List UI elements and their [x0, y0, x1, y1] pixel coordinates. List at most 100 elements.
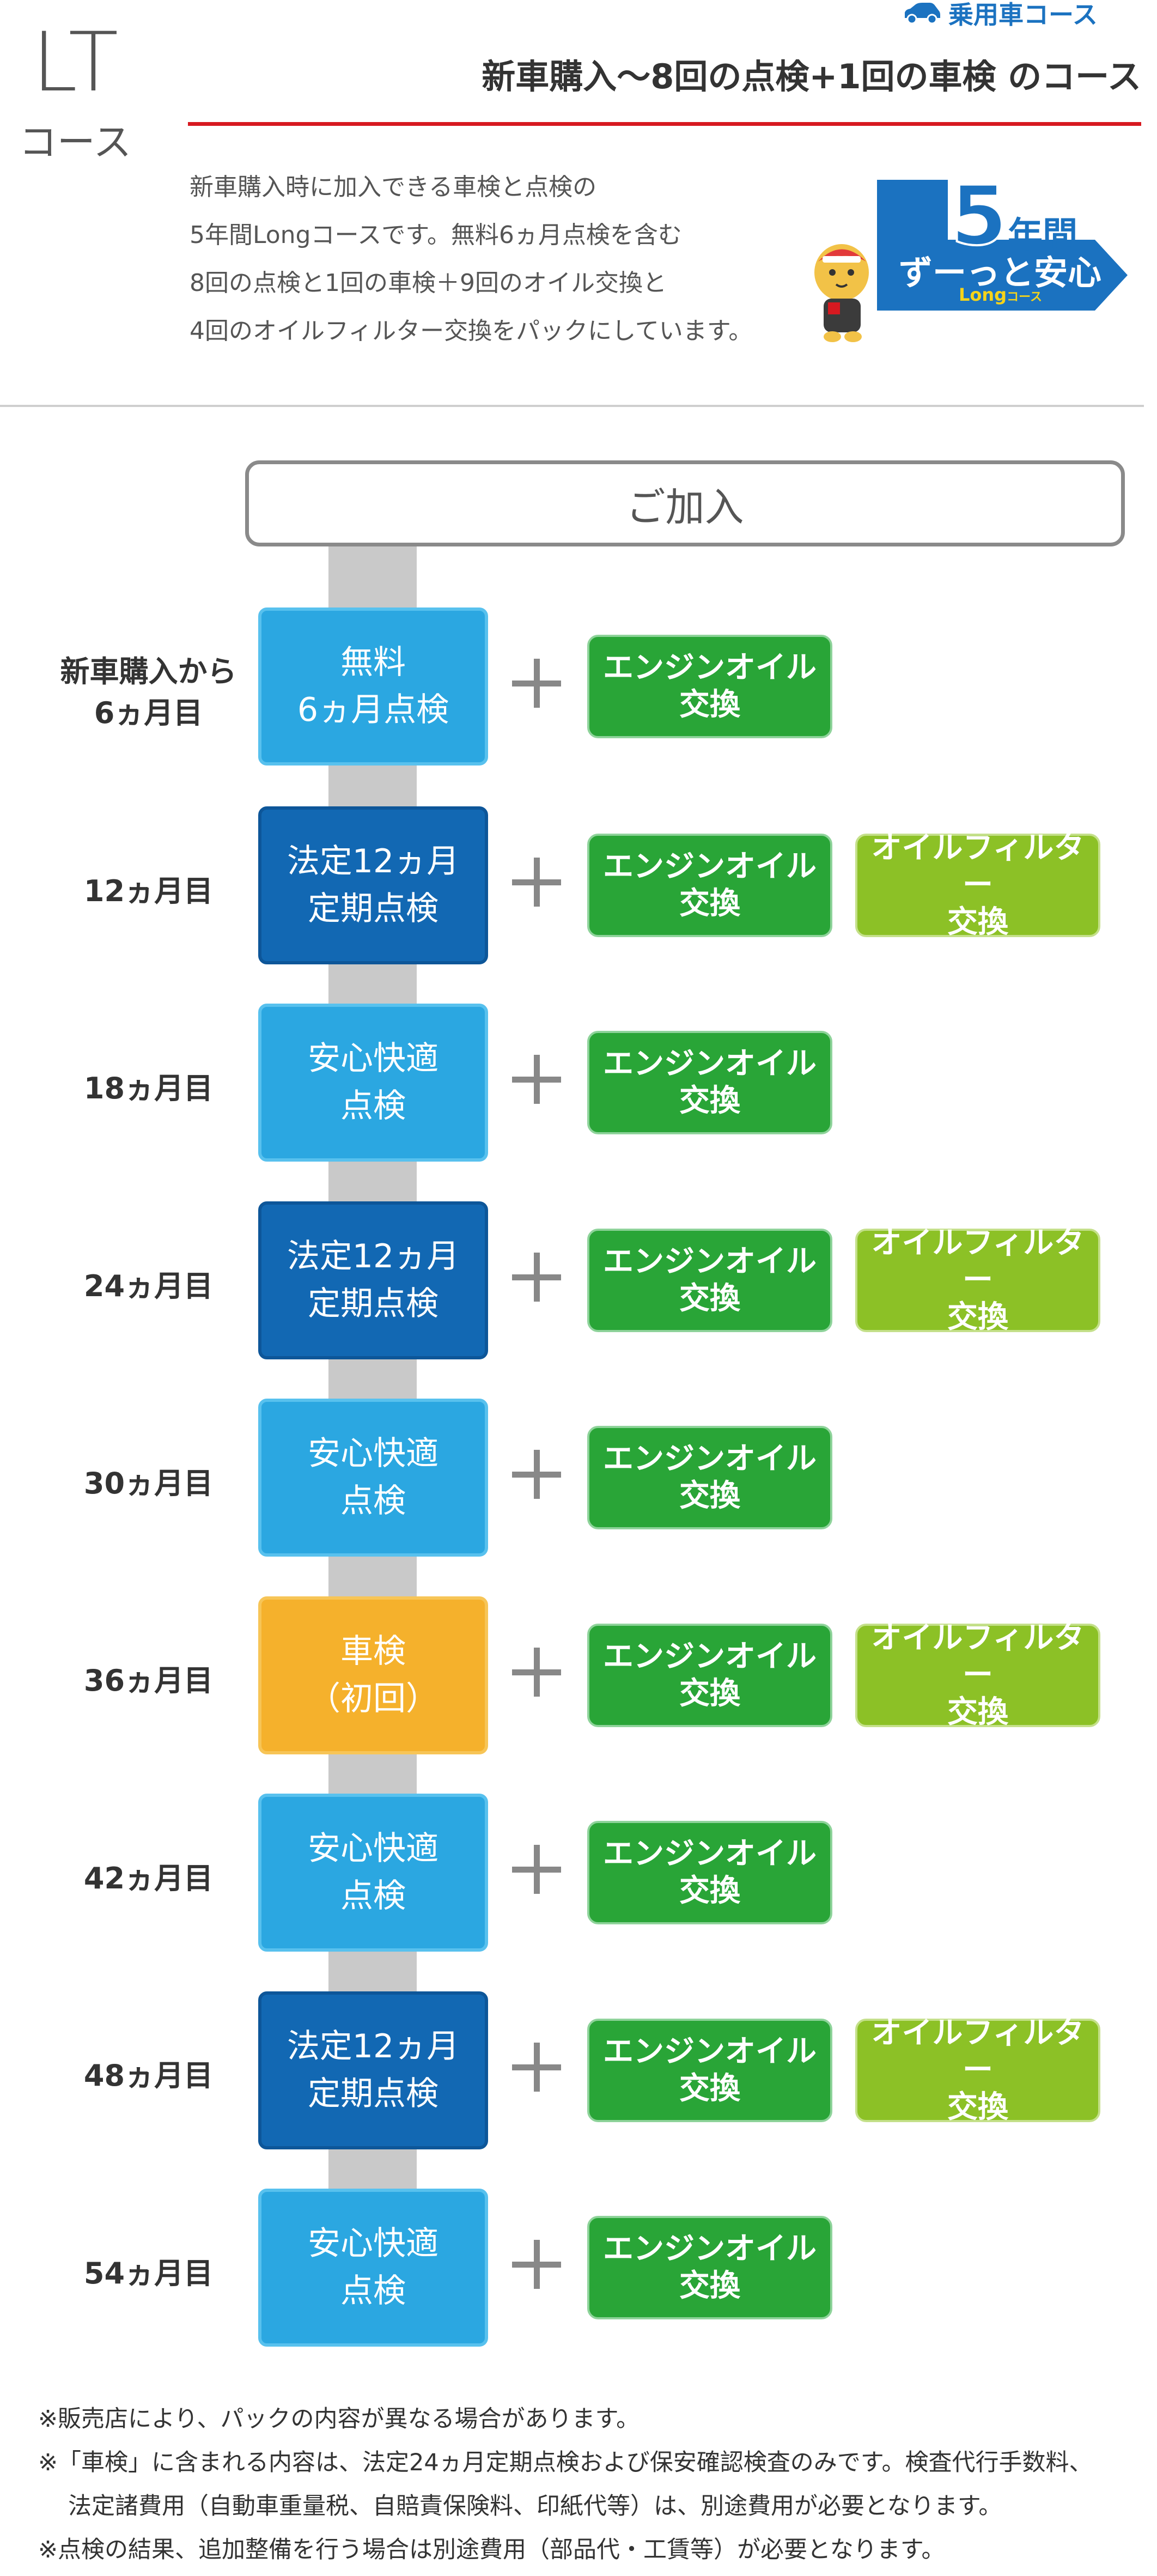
row-label: 48ヵ月目 — [83, 2058, 214, 2093]
inspection-box-line: 点検 — [340, 2272, 406, 2310]
intro-line: 8回の点検と1回の車検＋9回のオイル交換と — [190, 269, 667, 297]
oil-box-line: エンジンオイル — [603, 649, 817, 685]
filter-box-line: 交換 — [947, 1694, 1008, 1730]
plus-icon — [512, 2043, 561, 2092]
oil-box-line: 交換 — [679, 1873, 740, 1909]
badge-unit: 年間 — [1008, 215, 1077, 256]
row-label: 30ヵ月目 — [83, 1466, 214, 1500]
plus-icon — [512, 1253, 561, 1302]
intro-text: 新車購入時に加入できる車検と点検の 5年間Longコースです。無料6ヵ月点検を含… — [190, 163, 789, 355]
oil-box-line: エンジンオイル — [603, 2033, 817, 2069]
course-tag-label: 乗用車コース — [948, 0, 1098, 29]
oil-box-line: 交換 — [679, 1676, 740, 1711]
inspection-box-line: 点検 — [340, 1877, 406, 1915]
oil-filter-box: オイルフィルター 交換 — [855, 2015, 1100, 2125]
footnote: ※「車検」に含まれる内容は、法定24ヵ月定期点検および保安確認検査のみです。検査… — [38, 2449, 1093, 2476]
inspection-box: 法定12ヵ月 定期点検 — [258, 1201, 488, 1359]
intro-line: 4回のオイルフィルター交換をパックにしています。 — [190, 317, 753, 345]
course-code: LT — [32, 15, 121, 110]
row-label-line: 6ヵ月目 — [94, 695, 203, 730]
oil-box-line: 交換 — [679, 1478, 740, 1514]
filter-box-line: 交換 — [947, 1299, 1008, 1335]
inspection-box: 安心快適 点検 — [258, 1004, 488, 1162]
plus-icon — [512, 1055, 561, 1104]
plus-icon — [512, 659, 561, 708]
footnote: 法定諸費用（自動車重量税、自賠責保険料、印紙代等）は、別途費用が必要となります。 — [68, 2493, 1002, 2520]
engine-oil-box: エンジンオイル 交換 — [587, 834, 832, 937]
badge-slogan: ずーっと安心 — [899, 253, 1102, 293]
page-title: 新車購入〜8回の点検+1回の車検 のコース — [482, 57, 1141, 96]
title-underline — [188, 122, 1141, 126]
filter-box-line: オイルフィルター — [871, 2015, 1085, 2088]
badge-panel: 5 年間 ずーっと安心 Longコース — [877, 174, 1144, 311]
oil-box-line: 交換 — [679, 886, 740, 921]
plus-icon — [512, 1648, 561, 1697]
course-code-sub: コース — [19, 120, 132, 165]
inspection-box-line: 法定12ヵ月 — [287, 1237, 460, 1275]
badge-number: 5 — [949, 169, 1008, 264]
inspection-box: 無料 6ヵ月点検 — [258, 607, 488, 765]
five-year-badge: 5 年間 ずーっと安心 Longコース — [806, 158, 1149, 349]
oil-box-line: 交換 — [679, 1281, 740, 1316]
inspection-box-line: 法定12ヵ月 — [287, 842, 460, 880]
oil-box-line: 交換 — [679, 687, 740, 722]
row-label: 12ヵ月目 — [83, 874, 214, 908]
oil-box-line: 交換 — [679, 2268, 740, 2304]
plus-icon — [512, 1845, 561, 1894]
oil-filter-box: オイルフィルター 交換 — [855, 830, 1100, 940]
footnotes: ※販売店により、パックの内容が異なる場合があります。 ※「車検」に含まれる内容は… — [38, 2397, 1155, 2572]
plus-icon — [512, 2240, 561, 2289]
inspection-box-line: 安心快適 — [308, 1435, 439, 1473]
section-divider — [0, 405, 1144, 407]
inspection-box-line: 定期点検 — [308, 2075, 439, 2113]
oil-filter-box: オイルフィルター 交換 — [855, 1225, 1100, 1335]
filter-box-line: 交換 — [947, 2089, 1008, 2125]
engine-oil-box: エンジンオイル 交換 — [587, 635, 832, 738]
inspection-box-line: 無料 — [340, 643, 406, 682]
engine-oil-box: エンジンオイル 交換 — [587, 2216, 832, 2319]
footnote: ※点検の結果、追加整備を行う場合は別途費用（部品代・工賃等）が必要となります。 — [38, 2536, 945, 2563]
row-label: 18ヵ月目 — [83, 1071, 214, 1105]
row-label: 36ヵ月目 — [83, 1663, 214, 1698]
plus-icon — [512, 858, 561, 907]
filter-box-line: オイルフィルター — [871, 1225, 1085, 1298]
filter-box-line: オイルフィルター — [871, 830, 1085, 903]
engine-oil-box: エンジンオイル 交換 — [587, 2019, 832, 2122]
inspection-box: 法定12ヵ月 定期点検 — [258, 806, 488, 964]
row-label-line: 新車購入から — [60, 654, 237, 689]
oil-box-line: エンジンオイル — [603, 1836, 817, 1872]
oil-box-line: エンジンオイル — [603, 1441, 817, 1477]
badge-long-suffix: コース — [1007, 290, 1042, 304]
badge-long: Longコース — [959, 284, 1042, 305]
inspection-box-line: 6ヵ月点検 — [297, 691, 449, 729]
inspection-box-line: 安心快適 — [308, 2225, 439, 2263]
oil-filter-box: オイルフィルター 交換 — [855, 1620, 1100, 1730]
enrollment-box: ご加入 — [245, 460, 1125, 546]
oil-box-line: エンジンオイル — [603, 1638, 817, 1674]
oil-box-line: エンジンオイル — [603, 2231, 817, 2267]
shaken-box-line: （初回） — [308, 1680, 439, 1718]
oil-box-line: エンジンオイル — [603, 1046, 817, 1082]
mascot-icon — [814, 244, 869, 342]
inspection-box: 安心快適 点検 — [258, 2189, 488, 2347]
oil-box-line: 交換 — [679, 2071, 740, 2106]
plus-icon — [512, 1450, 561, 1499]
row-label: 42ヵ月目 — [83, 1861, 214, 1895]
engine-oil-box: エンジンオイル 交換 — [587, 1821, 832, 1924]
row-label: 54ヵ月目 — [83, 2256, 214, 2291]
filter-box-line: オイルフィルター — [871, 1620, 1085, 1693]
inspection-box-line: 安心快適 — [308, 1040, 439, 1078]
oil-box-line: 交換 — [679, 1083, 740, 1119]
inspection-box-line: 点検 — [340, 1087, 406, 1125]
inspection-box-line: 法定12ヵ月 — [287, 2027, 460, 2065]
filter-box-line: 交換 — [947, 904, 1008, 940]
inspection-box-line: 定期点検 — [308, 890, 439, 928]
footnote: ※販売店により、パックの内容が異なる場合があります。 — [38, 2405, 640, 2433]
inspection-box-line: 定期点検 — [308, 1285, 439, 1323]
course-tag[interactable]: 乗用車コース — [902, 0, 1098, 29]
inspection-box-line: 安心快適 — [308, 1830, 439, 1868]
inspection-box: 安心快適 点検 — [258, 1794, 488, 1952]
engine-oil-box: エンジンオイル 交換 — [587, 1031, 832, 1134]
row-label: 新車購入から 6ヵ月目 — [54, 651, 242, 733]
engine-oil-box: エンジンオイル 交換 — [587, 1229, 832, 1332]
